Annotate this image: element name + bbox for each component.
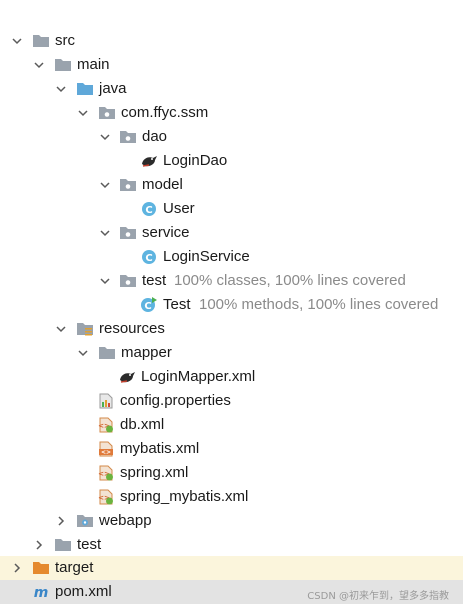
tree-row-config-properties[interactable]: config.properties	[0, 389, 463, 413]
class-icon: C	[140, 197, 158, 221]
mybatis-bird-icon	[140, 149, 158, 173]
tree-label-db-xml: db.xml	[120, 416, 165, 433]
tree-label-config-properties: config.properties	[120, 392, 231, 409]
svg-text:<>: <>	[101, 449, 111, 456]
spring-xml-icon: <>	[97, 485, 115, 509]
tree-label-pom: pom.xml	[55, 583, 112, 600]
tree-label-src: src	[55, 32, 75, 49]
excluded-folder-icon	[32, 556, 50, 580]
tree-label-webapp: webapp	[99, 512, 152, 529]
mybatis-bird-icon	[118, 365, 136, 389]
folder-icon	[32, 29, 50, 53]
package-icon	[119, 221, 137, 245]
tree-label-test-dir: test	[77, 536, 102, 553]
spring-xml-icon: <>	[97, 413, 115, 437]
package-icon	[119, 125, 137, 149]
tree-row-test-class[interactable]: C Test 100% methods, 100% lines covered	[0, 293, 463, 317]
chevron-down-icon[interactable]	[9, 29, 25, 53]
tree-label-main: main	[77, 56, 110, 73]
tree-row-login-dao[interactable]: LoginDao	[0, 149, 463, 173]
coverage-summary: 100% methods, 100% lines covered	[199, 296, 439, 313]
class-icon: C	[140, 245, 158, 269]
svg-text:<>: <>	[98, 494, 110, 502]
tree-label-login-mapper: LoginMapper.xml	[141, 368, 256, 385]
tree-label-mapper: mapper	[121, 344, 172, 361]
tree-row-package[interactable]: com.ffyc.ssm	[0, 101, 463, 125]
chevron-down-icon[interactable]	[97, 173, 113, 197]
chevron-down-icon[interactable]	[31, 53, 47, 77]
maven-icon: m	[32, 580, 50, 604]
tree-label-test-package: test	[142, 272, 167, 289]
folder-icon	[54, 533, 72, 557]
tree-label-spring-xml: spring.xml	[120, 464, 189, 481]
tree-row-service[interactable]: service	[0, 221, 463, 245]
tree-label-service: service	[142, 224, 190, 241]
tree-row-test-dir[interactable]: test	[0, 533, 463, 557]
tree-label-user: User	[163, 200, 195, 217]
tree-row-resources[interactable]: resources	[0, 317, 463, 341]
tree-row-spring-xml[interactable]: <> spring.xml	[0, 461, 463, 485]
tree-row-main[interactable]: main	[0, 53, 463, 77]
folder-icon	[98, 341, 116, 365]
chevron-down-icon[interactable]	[75, 101, 91, 125]
svg-text:C: C	[145, 205, 152, 216]
tree-label-test-class: Test	[163, 296, 191, 313]
svg-text:<>: <>	[98, 470, 110, 478]
tree-row-spring-mybatis-xml[interactable]: <> spring_mybatis.xml	[0, 485, 463, 509]
package-icon	[119, 173, 137, 197]
tree-label-login-service: LoginService	[163, 248, 250, 265]
tree-row-login-service[interactable]: C LoginService	[0, 245, 463, 269]
spring-xml-icon: <>	[97, 461, 115, 485]
chevron-right-icon[interactable]	[53, 509, 69, 533]
tree-label-package: com.ffyc.ssm	[121, 104, 209, 121]
package-icon	[119, 269, 137, 293]
folder-icon	[54, 53, 72, 77]
properties-file-icon	[97, 389, 115, 413]
svg-text:<>: <>	[98, 422, 110, 430]
svg-text:C: C	[145, 253, 152, 264]
tree-label-spring-mybatis-xml: spring_mybatis.xml	[120, 488, 249, 505]
runnable-class-icon: C	[140, 293, 158, 317]
tree-label-java: java	[99, 80, 127, 97]
tree-row-pom[interactable]: m pom.xml	[0, 580, 463, 604]
chevron-down-icon[interactable]	[53, 77, 69, 101]
chevron-right-icon[interactable]	[9, 556, 25, 580]
chevron-down-icon[interactable]	[75, 341, 91, 365]
package-icon	[98, 101, 116, 125]
tree-row-test-package[interactable]: test 100% classes, 100% lines covered	[0, 269, 463, 293]
svg-text:C: C	[144, 301, 151, 312]
coverage-summary: 100% classes, 100% lines covered	[174, 272, 406, 289]
chevron-down-icon[interactable]	[97, 125, 113, 149]
tree-row-user[interactable]: C User	[0, 197, 463, 221]
tree-row-model[interactable]: model	[0, 173, 463, 197]
tree-label-dao: dao	[142, 128, 168, 145]
tree-row-src[interactable]: src	[0, 29, 463, 53]
tree-row-login-mapper[interactable]: LoginMapper.xml	[0, 365, 463, 389]
tree-row-mybatis-xml[interactable]: <> mybatis.xml	[0, 437, 463, 461]
chevron-right-icon[interactable]	[31, 533, 47, 557]
resources-folder-icon	[76, 317, 94, 341]
web-folder-icon	[76, 509, 94, 533]
watermark: CSDN @初来乍到，望多多指教	[307, 591, 449, 602]
tree-row-webapp[interactable]: webapp	[0, 509, 463, 533]
tree-row-target[interactable]: target	[0, 556, 463, 580]
tree-label-model: model	[142, 176, 183, 193]
chevron-down-icon[interactable]	[97, 269, 113, 293]
tree-row-db-xml[interactable]: <> db.xml	[0, 413, 463, 437]
tree-row-dao[interactable]: dao	[0, 125, 463, 149]
tree-row-mapper[interactable]: mapper	[0, 341, 463, 365]
tree-label-target: target	[55, 559, 94, 576]
tree-row-java[interactable]: java	[0, 77, 463, 101]
tree-label-login-dao: LoginDao	[163, 152, 228, 169]
svg-text:m: m	[34, 585, 49, 600]
tree-label-mybatis-xml: mybatis.xml	[120, 440, 200, 457]
chevron-down-icon[interactable]	[53, 317, 69, 341]
tree-label-resources: resources	[99, 320, 165, 337]
source-folder-icon	[76, 77, 94, 101]
chevron-down-icon[interactable]	[97, 221, 113, 245]
xml-file-icon: <>	[97, 437, 115, 461]
